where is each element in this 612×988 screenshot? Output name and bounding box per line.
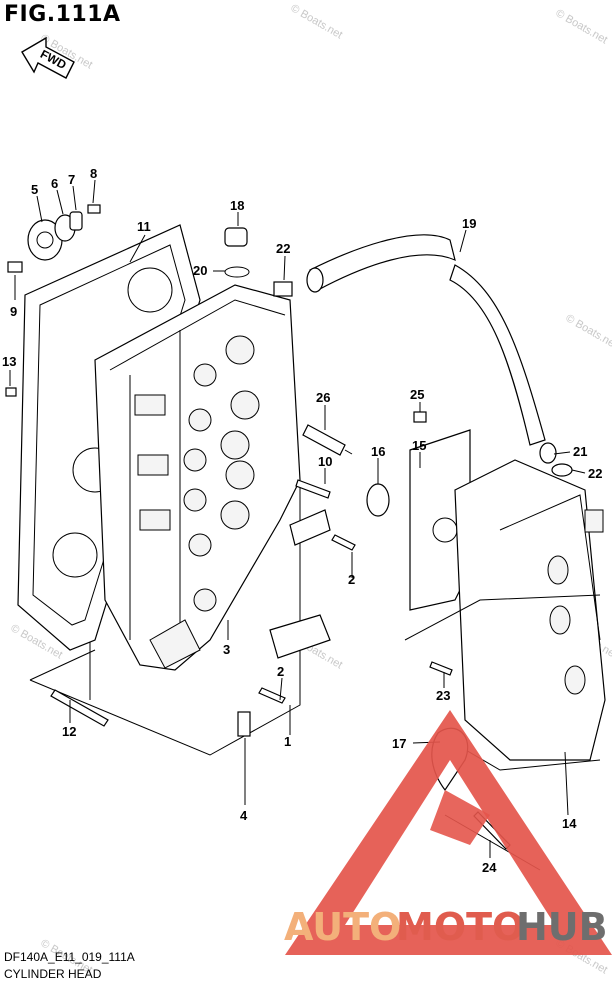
callout-6: 6 bbox=[51, 176, 58, 191]
cylinder-head bbox=[94, 284, 301, 671]
callout-23: 23 bbox=[436, 688, 450, 703]
clamp-22a bbox=[273, 281, 293, 297]
callout-19: 19 bbox=[462, 216, 476, 231]
callout-5: 5 bbox=[31, 182, 38, 197]
callout-8: 8 bbox=[90, 166, 97, 181]
cylinder-head-cover bbox=[439, 459, 606, 771]
logo-triangle-icon bbox=[285, 710, 612, 955]
callout-11: 11 bbox=[137, 219, 151, 234]
callout-18: 18 bbox=[230, 198, 244, 213]
dowel-pin-4 bbox=[237, 711, 251, 737]
callout-15: 15 bbox=[412, 438, 426, 453]
callout-24: 24 bbox=[482, 860, 497, 875]
watermark-4: © Boats.net bbox=[564, 312, 612, 351]
plug-18 bbox=[224, 227, 248, 247]
hose-19 bbox=[306, 234, 557, 464]
bolt-10 bbox=[295, 479, 331, 499]
logo-text-moto: MOTO bbox=[396, 905, 524, 949]
callout-9: 9 bbox=[10, 304, 17, 319]
callout-4: 4 bbox=[240, 808, 248, 823]
automotohub-logo: AUTO MOTO HUB bbox=[284, 710, 612, 955]
callout-22b: 22 bbox=[588, 466, 602, 481]
callout-14: 14 bbox=[562, 816, 577, 831]
logo-text-auto: AUTO bbox=[284, 905, 401, 949]
figure-caption: CYLINDER HEAD bbox=[4, 967, 102, 981]
clamp-22b bbox=[551, 463, 573, 477]
camshaft-cap-b bbox=[269, 614, 331, 659]
callout-20: 20 bbox=[193, 263, 207, 278]
bolt-12 bbox=[50, 689, 109, 727]
bolt-25 bbox=[413, 411, 427, 423]
callout-12: 12 bbox=[62, 724, 76, 739]
camshaft-cap-a bbox=[289, 509, 331, 546]
callout-13: 13 bbox=[2, 354, 16, 369]
bolt-2b bbox=[258, 687, 286, 704]
callout-22a: 22 bbox=[276, 241, 290, 256]
callout-2b: 2 bbox=[277, 664, 284, 679]
callout-17: 17 bbox=[392, 736, 406, 751]
callout-26: 26 bbox=[316, 390, 330, 405]
callout-1: 1 bbox=[284, 734, 291, 749]
spark-plug-26 bbox=[302, 424, 353, 456]
watermark-3: © Boats.net bbox=[554, 7, 610, 46]
watermark-2: © Boats.net bbox=[289, 2, 345, 41]
head-outline bbox=[29, 480, 301, 756]
callout-21: 21 bbox=[573, 444, 587, 459]
callouts: 1 2 2 3 4 5 6 7 8 9 10 11 12 13 14 15 16… bbox=[2, 166, 602, 875]
seal-16 bbox=[366, 483, 390, 517]
callout-10: 10 bbox=[318, 454, 332, 469]
o-ring-20 bbox=[224, 266, 250, 278]
figure-code: DF140A_E11_019_111A bbox=[4, 950, 135, 964]
callout-25: 25 bbox=[410, 387, 424, 402]
thermostat-cover bbox=[7, 204, 101, 273]
callout-3: 3 bbox=[223, 642, 230, 657]
bolt-2a bbox=[331, 534, 356, 551]
logo-text-hub: HUB bbox=[516, 905, 608, 949]
bolt-23 bbox=[429, 661, 453, 676]
figure-title: FIG.111A bbox=[4, 2, 121, 27]
callout-2a: 2 bbox=[348, 572, 355, 587]
dowel-pin-13 bbox=[5, 387, 17, 397]
callout-7: 7 bbox=[68, 172, 75, 187]
callout-16: 16 bbox=[371, 444, 385, 459]
